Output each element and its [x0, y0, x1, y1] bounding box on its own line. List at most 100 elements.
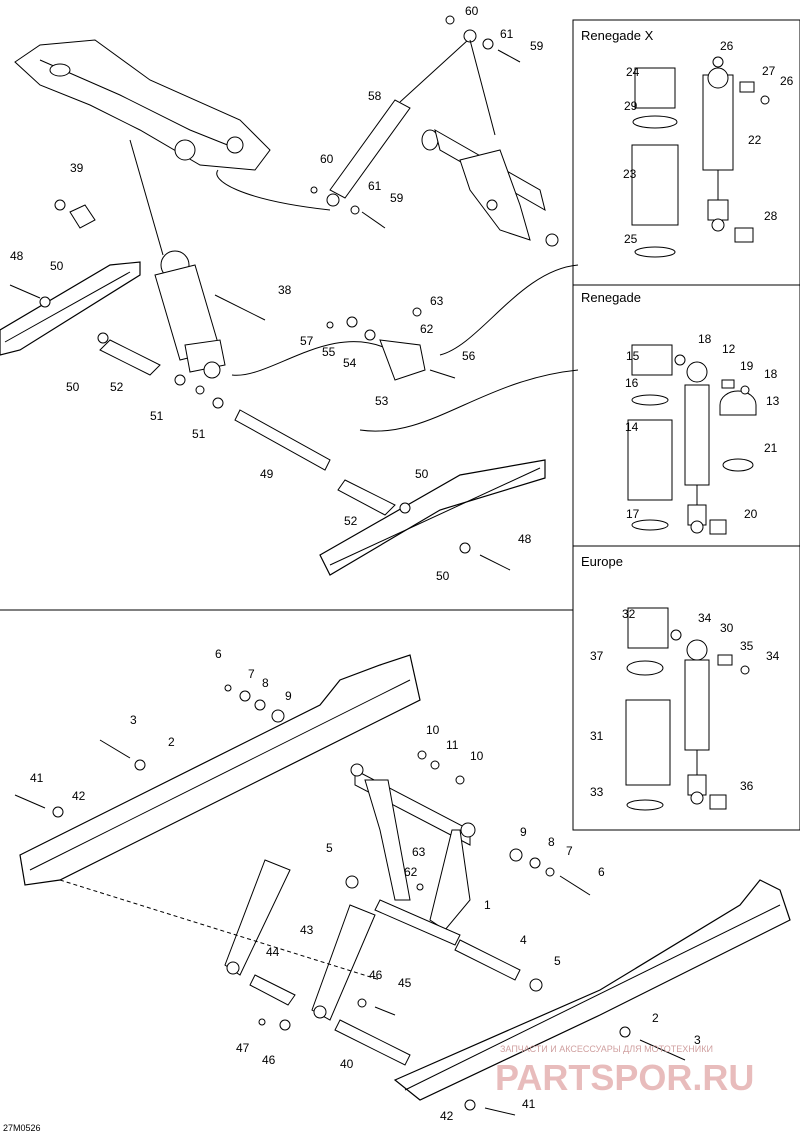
part-label: 19: [740, 359, 754, 373]
part-label: 55: [322, 345, 336, 359]
bracket-assembly: [421, 128, 559, 247]
part-label: 5: [554, 954, 561, 968]
part-label: 46: [262, 1053, 276, 1067]
part-label: 57: [300, 334, 314, 348]
part-label: 34: [698, 611, 712, 625]
panel-title-renegade-x: Renegade X: [581, 28, 654, 43]
front-arm-1: [350, 763, 476, 946]
part-label: 60: [320, 152, 334, 166]
part-label: 29: [624, 99, 638, 113]
part-label: 59: [390, 191, 404, 205]
shaft-4: [454, 939, 521, 981]
part-label: 21: [764, 441, 778, 455]
leader-line: [469, 39, 496, 136]
spacer-52b: [337, 479, 396, 516]
spacer-52a: [99, 339, 161, 376]
part-label: 8: [262, 676, 269, 690]
part-label: 11: [446, 738, 459, 752]
part-label: 9: [285, 689, 292, 703]
part-label: 51: [150, 409, 164, 423]
part-label: 50: [50, 259, 64, 273]
link-53: [379, 339, 426, 381]
part-label: 7: [248, 667, 255, 681]
part-label: 58: [368, 89, 382, 103]
part-label: 42: [440, 1109, 454, 1123]
part-label: 7: [566, 844, 573, 858]
part-label: 56: [462, 349, 476, 363]
watermark-logo: PARTSPOR.RU: [495, 1057, 754, 1098]
part-label: 10: [426, 723, 440, 737]
part-label: 12: [722, 342, 736, 356]
part-label: 60: [465, 4, 479, 18]
part-label: 5: [326, 841, 333, 855]
part-label: 35: [740, 639, 754, 653]
part-label: 22: [748, 133, 762, 147]
links-43: [224, 859, 376, 1021]
part-label: 31: [590, 729, 604, 743]
part-label: 15: [626, 349, 640, 363]
part-label: 40: [340, 1057, 354, 1071]
figure-code: 27M0526: [3, 1123, 41, 1133]
part-label: 62: [404, 865, 418, 879]
part-label: 45: [398, 976, 412, 990]
part-label: 41: [30, 771, 44, 785]
part-label: 52: [110, 380, 124, 394]
leader-line: [359, 369, 579, 432]
part-label: 2: [168, 735, 175, 749]
shock-renegade: [627, 344, 757, 535]
part-label: 34: [766, 649, 780, 663]
shaft-40: [334, 1019, 411, 1066]
part-label: 48: [10, 249, 24, 263]
part-label: 38: [278, 283, 292, 297]
part-label: 26: [720, 39, 734, 53]
part-label: 51: [192, 427, 206, 441]
side-rail-bottom-left: [19, 654, 421, 886]
part-label: 33: [590, 785, 604, 799]
damper-58: [326, 29, 477, 207]
part-label: 9: [520, 825, 527, 839]
part-label: 1: [484, 898, 491, 912]
part-label: 48: [518, 532, 532, 546]
shaft-49: [234, 409, 331, 471]
leader-line: [439, 264, 579, 356]
part-label: 39: [70, 161, 84, 175]
panel-title-renegade: Renegade: [581, 290, 641, 305]
part-label: 44: [266, 945, 280, 959]
part-label: 50: [415, 467, 429, 481]
part-label: 36: [740, 779, 754, 793]
part-label: 50: [436, 569, 450, 583]
part-label: 26: [780, 74, 794, 88]
part-label: 49: [260, 467, 274, 481]
part-label: 41: [522, 1097, 536, 1111]
part-label: 42: [72, 789, 86, 803]
part-label: 63: [412, 845, 426, 859]
part-label: 16: [625, 376, 639, 390]
part-label: 18: [764, 367, 778, 381]
part-label: 62: [420, 322, 434, 336]
shock-europe: [625, 607, 750, 811]
panel-title-europe: Europe: [581, 554, 623, 569]
side-rail-top-right: [319, 459, 546, 576]
spacer-44: [249, 974, 296, 1006]
part-label: 6: [598, 865, 605, 879]
part-label: 54: [343, 356, 357, 370]
part-label: 4: [520, 933, 527, 947]
part-label: 61: [500, 27, 514, 41]
part-label: 13: [766, 394, 780, 408]
part-label: 6: [215, 647, 222, 661]
part-label: 59: [530, 39, 544, 53]
part-label: 43: [300, 923, 314, 937]
part-label: 24: [626, 65, 640, 79]
part-label: 25: [624, 232, 638, 246]
part-label: 50: [66, 380, 80, 394]
part-label: 10: [470, 749, 484, 763]
part-label: 61: [368, 179, 382, 193]
part-label: 47: [236, 1041, 250, 1055]
part-label: 52: [344, 514, 358, 528]
part-label: 32: [622, 607, 636, 621]
watermark-tagline: ЗАПЧАСТИ И АКСЕССУАРЫ ДЛЯ МОТОТЕХНИКИ: [500, 1044, 713, 1054]
part-label: 23: [623, 167, 637, 181]
part-label: 8: [548, 835, 555, 849]
shock-renegade-x: [631, 56, 770, 258]
part-label: 2: [652, 1011, 659, 1025]
